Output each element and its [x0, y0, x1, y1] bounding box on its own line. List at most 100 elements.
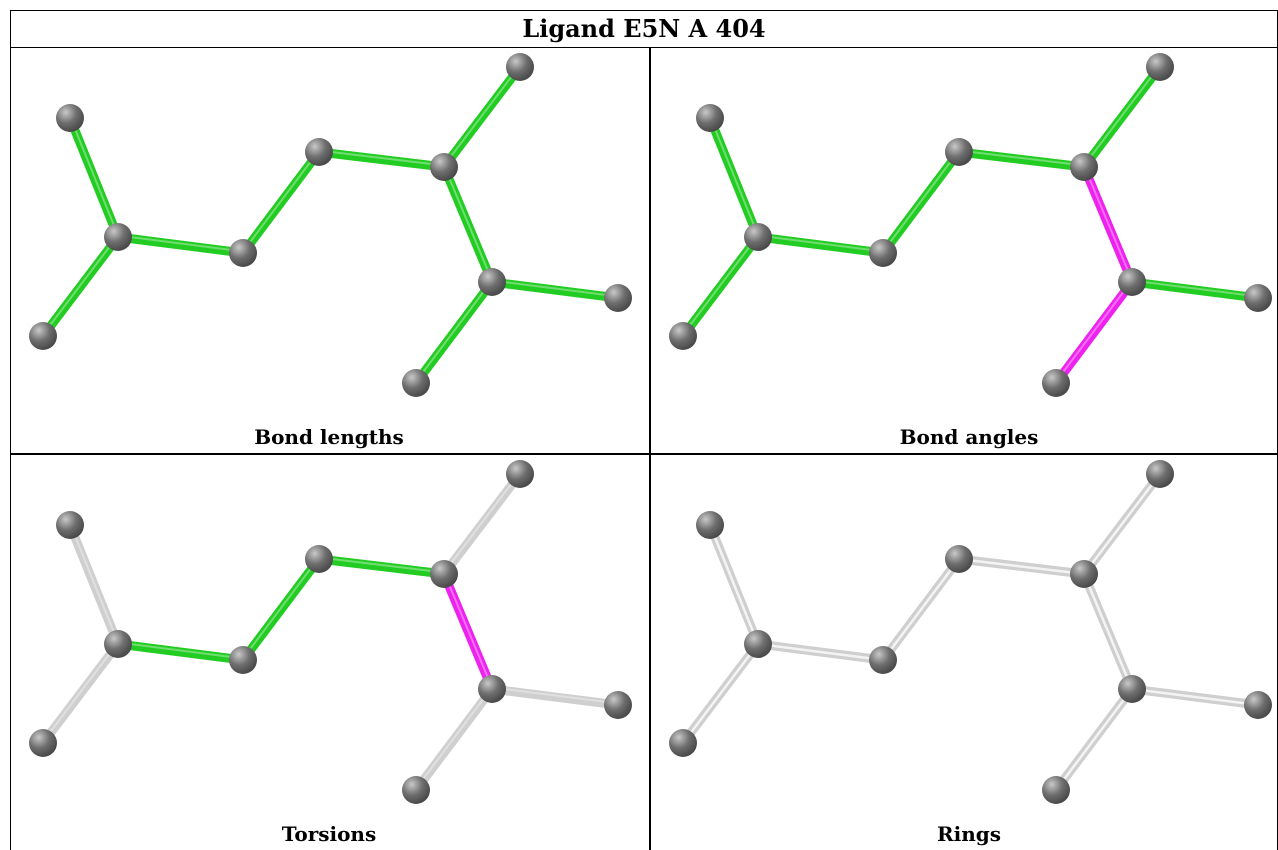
bond-2-3 [38, 232, 123, 341]
bond-shine-1-2 [69, 115, 119, 237]
atom-9 [604, 284, 632, 312]
bond-6-8 [439, 162, 497, 287]
atom-3 [29, 322, 57, 350]
bond-highlight-8-10 [1054, 687, 1134, 792]
bond-8-10 [411, 684, 497, 795]
bond-shine-6-8 [1083, 164, 1133, 282]
bond-shine-4-5 [242, 149, 320, 253]
atom-1 [56, 104, 84, 132]
bond-1-2 [705, 113, 763, 242]
bond-lengths-caption: Bond lengths [254, 425, 404, 449]
bond-5-6 [314, 554, 449, 579]
atom-6 [1070, 153, 1098, 181]
bond-shine-6-7 [443, 471, 521, 574]
atom-10 [1042, 776, 1070, 804]
bond-2-3 [678, 232, 763, 341]
atom-4 [229, 646, 257, 674]
bond-shine-8-9 [491, 279, 619, 298]
torsions-caption: Torsions [281, 822, 377, 846]
column-divider [649, 48, 651, 850]
bond-1-2 [65, 113, 123, 242]
bond-highlight-5-6 [957, 557, 1086, 576]
atom-5 [945, 138, 973, 166]
bond-shine-8-9 [1131, 279, 1259, 298]
atom-2 [104, 630, 132, 658]
bond-2-4 [113, 232, 248, 258]
bond-4-5 [238, 147, 324, 258]
bond-5-6 [314, 147, 449, 172]
atom-4 [869, 646, 897, 674]
bond-highlight-2-3 [681, 642, 760, 745]
atom-2 [104, 223, 132, 251]
atom-8 [478, 675, 506, 703]
bond-6-8 [1079, 162, 1137, 287]
rings-panel [669, 460, 1272, 804]
atom-3 [29, 729, 57, 757]
bond-8-9 [487, 684, 623, 710]
bond-shine-6-8 [443, 571, 493, 689]
atom-9 [1244, 284, 1272, 312]
bond-angles-panel [669, 53, 1272, 397]
atom-4 [869, 239, 897, 267]
bond-shine-2-3 [42, 641, 119, 743]
atom-5 [945, 545, 973, 573]
atom-7 [506, 460, 534, 488]
bond-shine-8-10 [1055, 279, 1133, 383]
bond-shine-8-10 [415, 686, 493, 790]
atom-8 [1118, 675, 1146, 703]
bond-8-9 [1127, 277, 1263, 303]
bond-2-3 [38, 639, 123, 748]
atom-10 [402, 369, 430, 397]
bond-shine-2-3 [682, 234, 759, 336]
bond-6-7 [1079, 62, 1165, 172]
bond-4-5 [238, 554, 324, 665]
atom-8 [1118, 268, 1146, 296]
bond-6-7 [439, 469, 525, 579]
atom-2 [744, 223, 772, 251]
bond-shine-6-7 [443, 64, 521, 167]
atom-7 [506, 53, 534, 81]
atom-10 [1042, 369, 1070, 397]
atom-1 [696, 104, 724, 132]
bond-highlight-4-5 [881, 557, 961, 662]
atom-6 [430, 153, 458, 181]
bond-2-4 [753, 232, 888, 258]
bond-angles-caption: Bond angles [899, 425, 1039, 449]
atom-9 [1244, 691, 1272, 719]
bond-shine-8-10 [415, 279, 493, 383]
atom-2 [744, 630, 772, 658]
bond-shine-8-9 [491, 686, 619, 705]
atom-3 [669, 322, 697, 350]
row-divider [10, 453, 1278, 455]
bond-highlight-2-4 [756, 642, 885, 662]
atom-1 [56, 511, 84, 539]
bond-6-7 [439, 62, 525, 172]
bond-shine-4-5 [882, 149, 960, 253]
atom-3 [669, 729, 697, 757]
bond-6-8 [439, 569, 497, 694]
bond-shine-1-2 [69, 522, 119, 644]
bond-2-4 [113, 639, 248, 665]
atom-5 [305, 138, 333, 166]
bond-1-2 [65, 520, 123, 649]
bond-lengths-panel [29, 53, 632, 397]
bond-8-10 [1051, 277, 1137, 388]
atom-6 [1070, 560, 1098, 588]
atom-7 [1146, 53, 1174, 81]
atom-9 [604, 691, 632, 719]
bond-shine-6-8 [443, 164, 493, 282]
atom-1 [696, 511, 724, 539]
bond-shine-6-7 [1083, 64, 1161, 167]
bond-shine-1-2 [709, 115, 759, 237]
bond-shine-5-6 [318, 149, 445, 167]
bond-shine-5-6 [958, 149, 1085, 167]
torsions-panel [29, 460, 632, 804]
atom-6 [430, 560, 458, 588]
bond-shine-5-6 [318, 556, 445, 574]
bond-shine-2-4 [117, 234, 244, 253]
bond-highlight-6-8 [1082, 572, 1134, 691]
bond-8-9 [487, 277, 623, 303]
bond-shine-2-3 [42, 234, 119, 336]
bond-shine-2-4 [757, 234, 884, 253]
bond-5-6 [954, 147, 1089, 172]
